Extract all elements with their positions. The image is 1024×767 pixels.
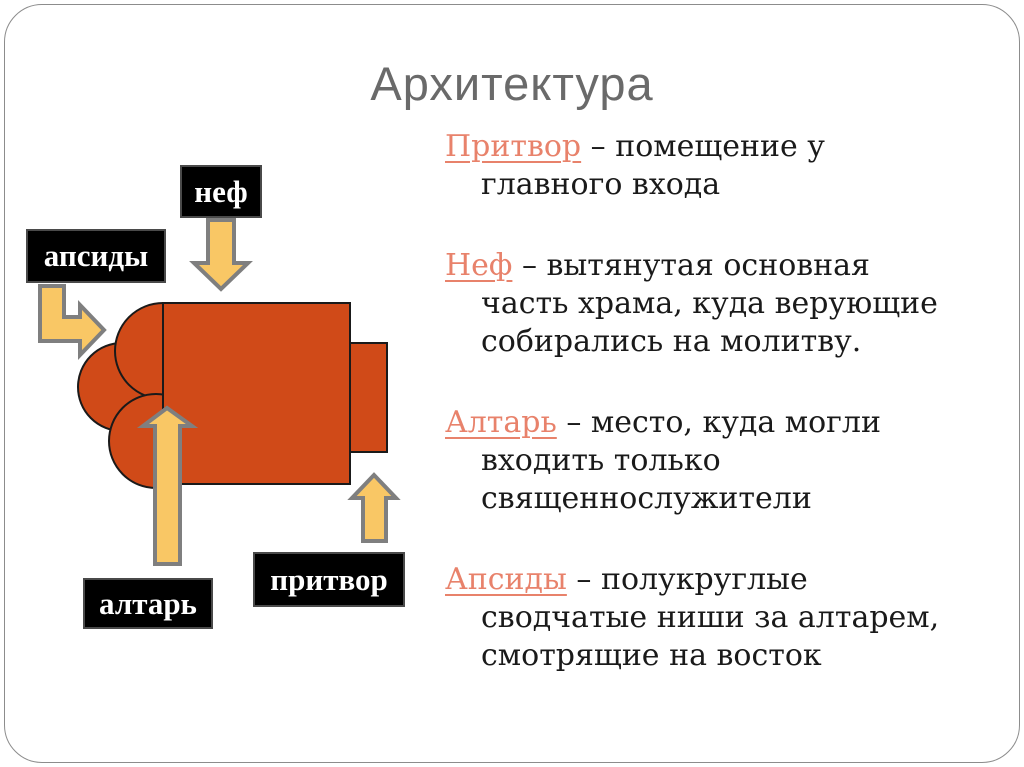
definition-line: собирались на молитву. <box>481 324 862 359</box>
definition-term: Притвор <box>445 129 582 164</box>
nef-arrow-down-icon <box>189 218 253 292</box>
plan-label-apsidy-text: апсиды <box>43 238 149 273</box>
plan-label-nef-text: неф <box>194 173 248 209</box>
definition-term: Алтарь <box>445 405 557 440</box>
definition-line: сводчатые ниши за алтарем, <box>481 600 940 635</box>
narthex-rect <box>349 342 388 453</box>
definition-line: часть храма, куда верующие <box>481 286 938 321</box>
plan-label-pritvor: притвор <box>253 552 405 607</box>
definition-line: смотрящие на восток <box>481 638 822 673</box>
plan-label-pritvor-text: притвор <box>270 561 388 597</box>
definition-line: священнослужители <box>481 481 812 516</box>
pritvor-arrow-up-icon <box>347 472 401 543</box>
plan-label-nef: неф <box>180 165 262 218</box>
definition-term: Неф <box>445 248 513 283</box>
apsidy-arrow-bent-icon <box>38 284 107 360</box>
altar-arrow-up-icon <box>137 405 199 566</box>
definition-line: главного входа <box>481 167 721 202</box>
plan-label-altar: алтарь <box>83 578 213 629</box>
definition-line: входить только <box>481 443 721 478</box>
slide-title: Архитектура <box>370 57 654 110</box>
definition-term: Апсиды <box>445 562 567 597</box>
plan-label-apsidy: апсиды <box>26 229 166 283</box>
plan-label-altar-text: алтарь <box>99 585 197 621</box>
nave-rect <box>162 302 351 485</box>
